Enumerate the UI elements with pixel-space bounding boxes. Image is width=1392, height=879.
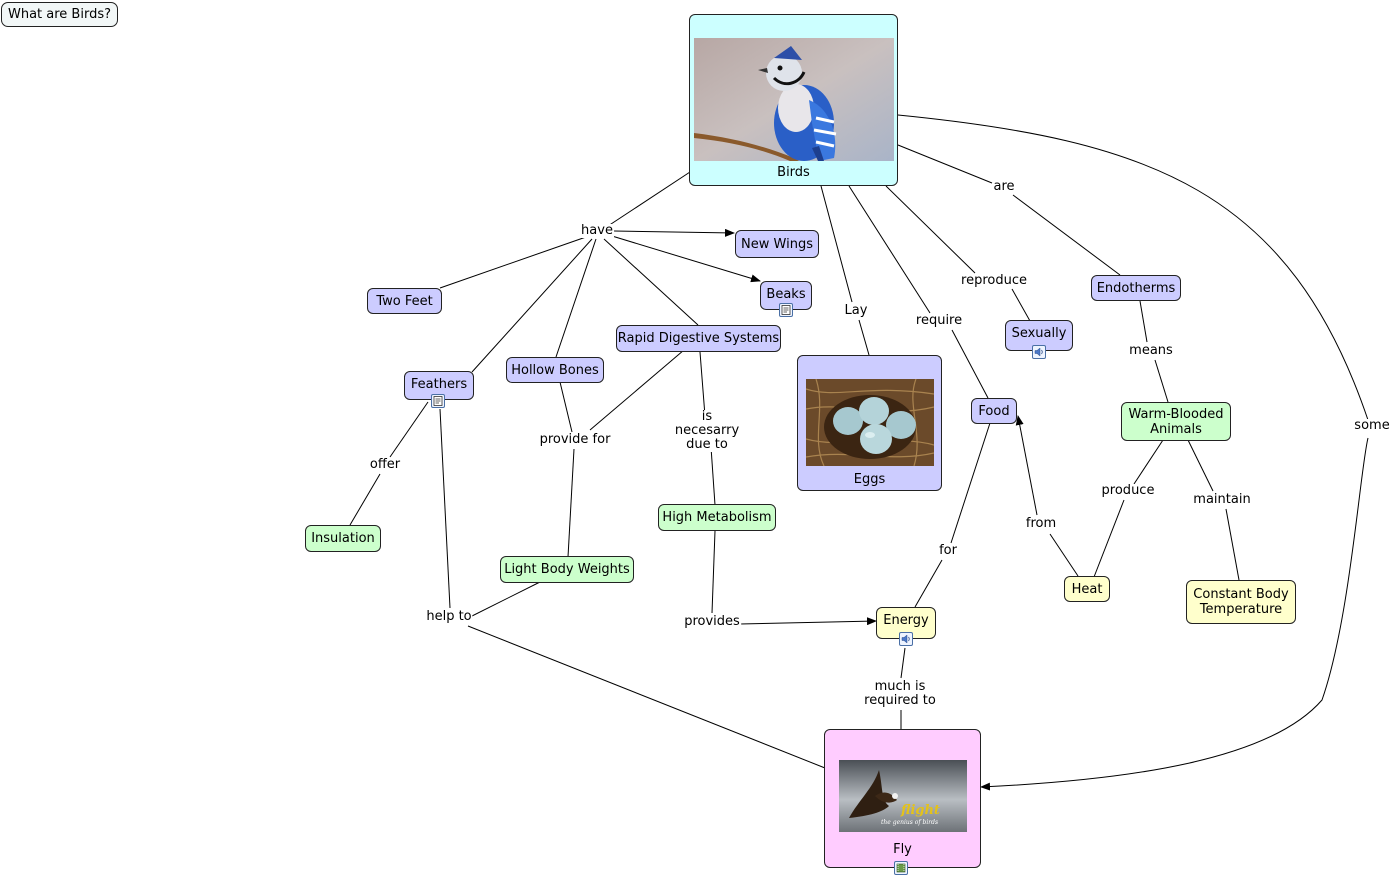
link-provides-energy	[739, 617, 877, 626]
link-birds-are	[897, 144, 993, 184]
eggs-label: Eggs	[853, 472, 886, 487]
document-icon[interactable]	[779, 303, 793, 317]
link-lightbody-helpto	[469, 581, 541, 618]
hollow-bones-node[interactable]: Hollow Bones	[506, 357, 604, 383]
link-reproduce-sexually	[1011, 288, 1031, 322]
two-feet-node[interactable]: Two Feet	[367, 288, 442, 314]
link-birds-have	[607, 171, 691, 227]
fly-node[interactable]: flight the genius of birds Fly	[824, 729, 981, 868]
link-warmblooded-produce	[1133, 439, 1164, 485]
rapid-digestive-systems-node[interactable]: Rapid Digestive Systems	[616, 325, 781, 352]
map-title[interactable]: What are Birds?	[1, 2, 118, 27]
link-isnecessary-highmetabolism	[710, 446, 716, 506]
fly-label: Fly	[893, 842, 912, 857]
link-label-maintain[interactable]: maintain	[1192, 492, 1252, 507]
link-means-warmblooded	[1154, 359, 1169, 403]
endotherms-node[interactable]: Endotherms	[1091, 275, 1181, 301]
heat-node[interactable]: Heat	[1064, 576, 1110, 602]
flight-banner-image: flight the genius of birds	[838, 760, 967, 832]
link-highmetabolism-provides	[711, 530, 716, 614]
link-offer-insulation	[349, 473, 381, 526]
eggs-node[interactable]: Eggs	[797, 355, 942, 491]
link-label-lay[interactable]: Lay	[843, 303, 869, 318]
link-produce-heat	[1093, 499, 1125, 578]
video-icon[interactable]	[894, 861, 908, 875]
audio-icon[interactable]	[1032, 345, 1046, 359]
link-endotherms-means	[1139, 300, 1148, 343]
link-helpto-fly	[467, 625, 826, 769]
link-have-newwings	[613, 228, 735, 237]
link-label-provides[interactable]: provides	[683, 614, 741, 629]
link-warmblooded-maintain	[1187, 439, 1214, 492]
link-label-are[interactable]: are	[992, 179, 1016, 194]
audio-icon[interactable]	[899, 632, 913, 646]
link-birds-some	[897, 114, 1369, 421]
link-label-some[interactable]: some	[1353, 418, 1391, 433]
link-lay-eggs	[858, 319, 870, 356]
link-maintain-constant	[1225, 508, 1240, 581]
constant-body-temperature-node[interactable]: Constant Body Temperature	[1186, 580, 1296, 624]
flight-banner-title: flight	[900, 803, 940, 818]
link-label-is-necessary-due-to[interactable]: is necesarry due to	[668, 410, 746, 452]
link-label-much-is-required-to[interactable]: much is required to	[863, 679, 937, 708]
document-icon[interactable]	[431, 394, 445, 408]
feathers-node[interactable]: Feathers	[404, 371, 474, 400]
link-label-reproduce[interactable]: reproduce	[960, 273, 1028, 288]
new-wings-node[interactable]: New Wings	[735, 230, 819, 258]
link-label-means[interactable]: means	[1128, 343, 1174, 358]
link-feathers-offer	[389, 401, 429, 458]
link-providefor-lightbody	[567, 448, 575, 558]
warm-blooded-animals-node[interactable]: Warm-Blooded Animals	[1121, 402, 1231, 441]
link-birds-lay	[820, 185, 853, 303]
link-have-rapiddigestive	[603, 238, 699, 326]
link-are-endotherms	[1012, 194, 1121, 276]
link-birds-reproduce	[885, 185, 976, 274]
link-label-have[interactable]: have	[580, 223, 614, 238]
link-heat-from	[1049, 533, 1079, 577]
link-energy-muchrequired	[900, 647, 906, 679]
link-from-food	[1015, 415, 1038, 516]
link-label-help-to[interactable]: help to	[425, 609, 473, 624]
light-body-weights-node[interactable]: Light Body Weights	[500, 556, 634, 583]
food-node[interactable]: Food	[971, 398, 1017, 424]
link-for-food	[950, 422, 991, 544]
link-label-require[interactable]: require	[914, 313, 964, 328]
link-require-food	[951, 329, 989, 399]
insulation-node[interactable]: Insulation	[305, 525, 381, 552]
link-feathers-helpto	[439, 408, 451, 609]
eggs-nest-image	[805, 379, 934, 466]
link-label-for[interactable]: for	[938, 543, 958, 558]
birds-label: Birds	[777, 165, 810, 180]
link-have-feathers	[471, 238, 593, 373]
birds-node[interactable]: Birds	[689, 14, 898, 186]
link-rapid-isnecessary	[699, 351, 706, 417]
flight-banner-subtitle: the genius of birds	[881, 819, 938, 826]
link-energy-for	[914, 559, 943, 608]
link-hollowbones-providefor	[559, 381, 573, 433]
link-label-provide-for[interactable]: provide for	[538, 432, 612, 447]
link-have-twofeet	[439, 236, 587, 289]
link-label-offer[interactable]: offer	[368, 457, 402, 472]
blue-jay-image	[693, 38, 894, 161]
link-label-produce[interactable]: produce	[1100, 483, 1156, 498]
link-some-fly	[980, 437, 1369, 791]
link-birds-require	[848, 185, 931, 314]
link-have-hollowbones	[555, 238, 597, 358]
link-label-from[interactable]: from	[1024, 516, 1058, 531]
high-metabolism-node[interactable]: High Metabolism	[658, 504, 776, 531]
